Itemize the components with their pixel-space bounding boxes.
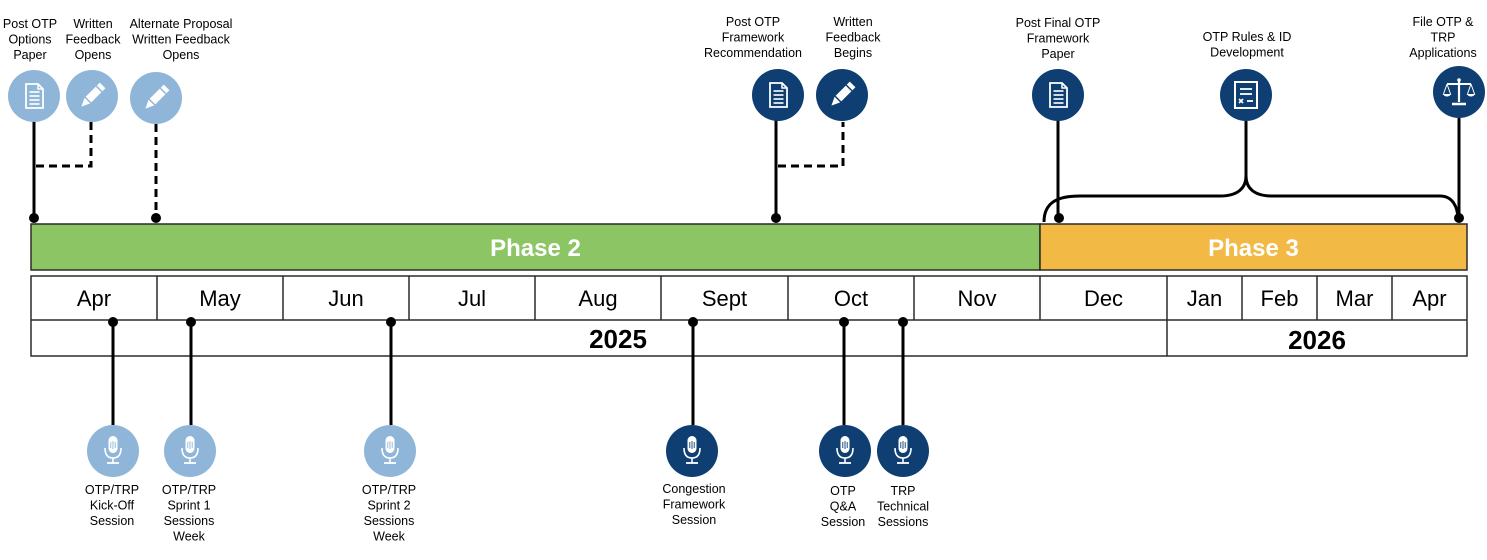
top-milestone-label: Paper	[1041, 47, 1074, 61]
month-cell-4: Aug	[578, 286, 617, 311]
bottom-milestone-label: OTP	[830, 484, 856, 498]
month-cell-0: Apr	[77, 286, 111, 311]
year-2026: 2026	[1288, 325, 1346, 355]
marker-dot	[1054, 213, 1064, 223]
month-cell-6: Oct	[834, 286, 868, 311]
connector-written-feedback-begins	[778, 122, 845, 168]
marker-dot	[151, 213, 161, 223]
top-milestone-label: Post OTP	[726, 15, 780, 29]
document-icon	[752, 69, 804, 121]
pencil-icon	[66, 70, 118, 122]
top-milestone-label: Alternate Proposal	[130, 17, 233, 31]
month-cell-10: Feb	[1261, 286, 1299, 311]
top-milestone-label: OTP Rules & ID	[1203, 30, 1292, 44]
bottom-milestone-label: OTP/TRP	[85, 483, 139, 497]
bottom-milestone-label: Sessions	[164, 514, 215, 528]
month-cell-11: Mar	[1336, 286, 1374, 311]
bottom-milestone-label: Q&A	[830, 500, 857, 514]
month-cell-7: Nov	[957, 286, 996, 311]
pencil-icon	[130, 72, 182, 124]
top-milestone-label: Options	[8, 33, 51, 47]
bottom-milestone-label: Sprint 1	[167, 499, 210, 513]
microphone-icon	[666, 425, 718, 477]
checklist-icon	[1220, 69, 1272, 121]
marker-dot	[108, 317, 118, 327]
month-cell-5: Sept	[702, 286, 747, 311]
month-cell-1: May	[199, 286, 241, 311]
phase-label-3: Phase 3	[1208, 235, 1299, 262]
top-milestone-label: File OTP &	[1413, 15, 1475, 29]
calendar-grid	[30, 275, 1468, 357]
year-2025: 2025	[589, 324, 647, 354]
top-milestone-label: Begins	[834, 46, 872, 60]
microphone-icon	[877, 425, 929, 477]
top-milestone-label: Framework	[722, 31, 785, 45]
month-cell-3: Jul	[458, 286, 486, 311]
bottom-milestone-label: Framework	[663, 498, 726, 512]
top-milestone-label: Post OTP	[3, 17, 57, 31]
top-milestone-label: Feedback	[826, 31, 882, 45]
bottom-milestone-label: Session	[90, 514, 135, 528]
month-cell-2: Jun	[328, 286, 363, 311]
bottom-milestone-label: Technical	[877, 500, 929, 514]
scales-icon	[1433, 66, 1485, 118]
marker-dot	[688, 317, 698, 327]
top-milestone-label: TRP	[1431, 31, 1456, 45]
bottom-milestone-label: Session	[672, 513, 717, 527]
bottom-milestone-label: Congestion	[662, 482, 725, 496]
bottom-milestone-label: Sessions	[364, 514, 415, 528]
top-milestone-label: Applications	[1409, 46, 1476, 60]
month-cell-8: Dec	[1084, 286, 1123, 311]
document-icon	[1032, 69, 1084, 121]
top-milestone-label: Framework	[1027, 32, 1090, 46]
top-milestone-label: Development	[1210, 46, 1284, 60]
bottom-milestone-label: Week	[173, 530, 205, 544]
microphone-icon	[364, 425, 416, 477]
marker-dot	[386, 317, 396, 327]
bottom-milestone-label: Sessions	[878, 515, 929, 529]
phase-bar-3	[1039, 223, 1468, 271]
phase-label-2: Phase 2	[490, 235, 581, 262]
top-milestone-label: Written	[73, 17, 112, 31]
microphone-icon	[87, 425, 139, 477]
bottom-milestone-label: OTP/TRP	[362, 483, 416, 497]
marker-dot	[1454, 213, 1464, 223]
month-cell-12: Apr	[1412, 286, 1446, 311]
marker-dot	[898, 317, 908, 327]
bottom-milestone-label: TRP	[891, 484, 916, 498]
phase-bar-2	[30, 223, 1041, 271]
microphone-icon	[819, 425, 871, 477]
top-milestone-label: Written Feedback	[132, 33, 230, 47]
marker-dot	[839, 317, 849, 327]
connector-written-feedback-opens	[36, 122, 93, 168]
pencil-icon	[816, 69, 868, 121]
top-milestone-label: Post Final OTP	[1016, 16, 1101, 30]
top-milestone-label: Feedback	[66, 33, 122, 47]
top-milestone-label: Written	[833, 15, 872, 29]
bottom-milestone-label: Sprint 2	[367, 499, 410, 513]
phase-3-bracket	[1042, 175, 1460, 223]
microphone-icon	[164, 425, 216, 477]
top-milestone-label: Opens	[163, 48, 200, 62]
bottom-milestone-label: Kick-Off	[90, 499, 135, 513]
bottom-milestone-label: OTP/TRP	[162, 483, 216, 497]
marker-dot	[29, 213, 39, 223]
document-icon	[8, 70, 60, 122]
month-cell-9: Jan	[1187, 286, 1222, 311]
marker-dot	[186, 317, 196, 327]
top-milestone-label: Opens	[75, 48, 112, 62]
bottom-milestone-label: Week	[373, 530, 405, 544]
marker-dot	[771, 213, 781, 223]
top-milestone-label: Paper	[13, 48, 46, 62]
bottom-milestone-label: Session	[821, 515, 866, 529]
top-milestone-label: Recommendation	[704, 46, 802, 60]
